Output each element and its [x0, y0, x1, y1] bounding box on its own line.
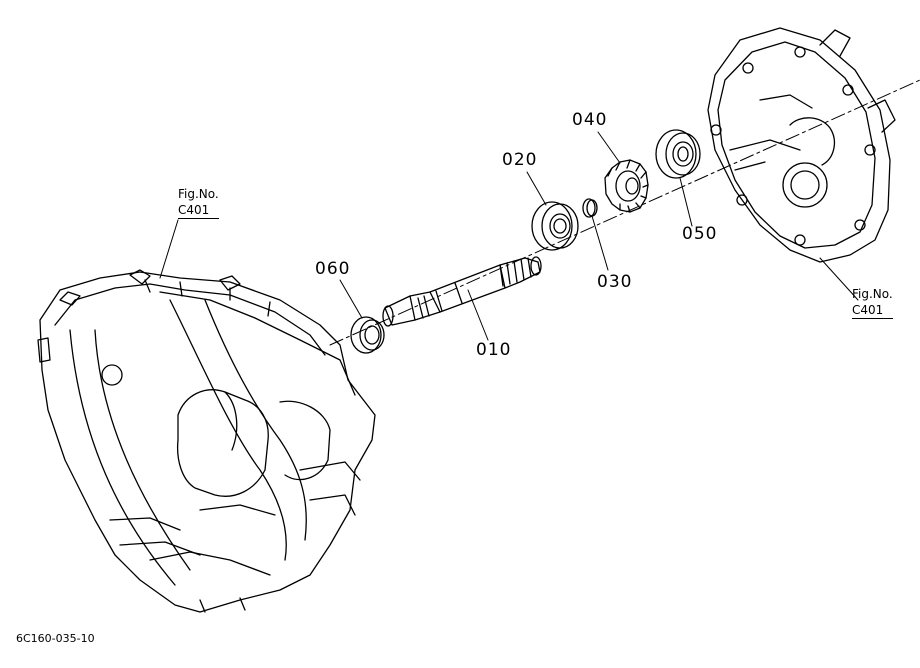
rear-housing	[707, 27, 896, 263]
part-label-030[interactable]: 030	[597, 272, 633, 292]
part-label-050[interactable]: 050	[682, 224, 718, 244]
shaft-010	[382, 256, 542, 327]
drawing-code: 6C160-035-10	[16, 632, 95, 645]
fig-no-label: Fig.No.	[178, 187, 219, 201]
part-label-020[interactable]: 020	[502, 150, 538, 170]
fig-ref-number: C401	[852, 302, 893, 319]
fig-no-label: Fig.No.	[852, 287, 893, 301]
bevel-gear-040	[604, 159, 649, 213]
collar-030	[582, 198, 598, 218]
assembly-centerline	[329, 79, 920, 346]
bearing-020	[531, 201, 579, 251]
fig-ref-number: C401	[178, 202, 219, 219]
oil-seal-060	[350, 316, 385, 354]
bearing-050	[655, 129, 701, 179]
part-label-060[interactable]: 060	[315, 259, 351, 279]
front-housing	[37, 269, 376, 613]
part-label-010[interactable]: 010	[476, 340, 512, 360]
part-label-040[interactable]: 040	[572, 110, 608, 130]
leader-lines	[159, 131, 859, 341]
figure-ref-left: Fig.No. C401	[178, 186, 219, 219]
figure-ref-right: Fig.No. C401	[852, 286, 893, 319]
